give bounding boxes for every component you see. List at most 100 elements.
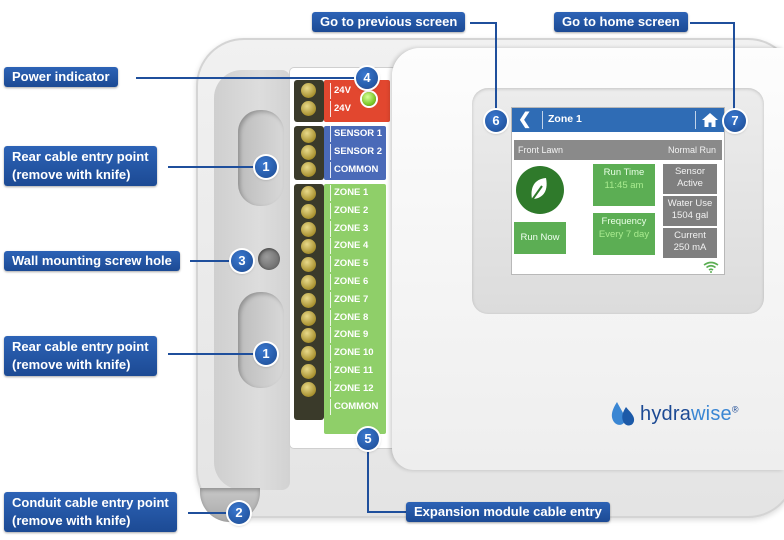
leader-line: [188, 512, 230, 514]
hydrawise-logo-text: hydrawise®: [640, 403, 739, 426]
marker-6: 6: [485, 110, 507, 132]
terminal-label-24v: 24V: [330, 83, 351, 99]
callout-text: Rear cable entry point: [12, 149, 149, 164]
marker-3: 3: [231, 250, 253, 272]
callout-text: Rear cable entry point: [12, 339, 149, 354]
terminal-label-zone-7: ZONE 7: [330, 292, 368, 308]
terminal-label-zone-2: ZONE 2: [330, 203, 368, 219]
frequency-label: Frequency: [601, 216, 647, 227]
callout-previous-screen: Go to previous screen: [312, 12, 466, 32]
header-divider: [695, 111, 696, 129]
leader-line: [733, 22, 735, 110]
terminal-screw: [301, 239, 316, 254]
terminal-screw: [301, 101, 316, 116]
leader-line: [168, 353, 258, 355]
terminal-screw: [301, 222, 316, 237]
terminal-label-zone-5: ZONE 5: [330, 256, 368, 272]
terminal-screw: [301, 328, 316, 343]
brand-name-prefix: hydra: [640, 403, 692, 425]
current-tile[interactable]: Current 250 mA: [663, 228, 717, 258]
callout-wall-screw: Wall mounting screw hole: [4, 251, 180, 271]
terminal-screw: [301, 128, 316, 143]
terminal-label-sensor-2: SENSOR 2: [330, 144, 382, 160]
terminal-label-24v: 24V: [330, 101, 351, 117]
zone-run-mode: Normal Run: [667, 145, 716, 155]
frequency-tile[interactable]: Frequency Every 7 day: [593, 213, 655, 255]
run-time-label: Run Time: [603, 167, 645, 178]
terminal-screw: [301, 162, 316, 177]
home-icon[interactable]: [701, 111, 719, 129]
frequency-value: Every 7 day: [598, 229, 650, 240]
run-time-value: 11:45 am: [604, 180, 644, 191]
terminal-screw: [301, 83, 316, 98]
power-led-indicator: [362, 92, 376, 106]
terminal-screw: [301, 145, 316, 160]
terminal-screw: [301, 382, 316, 397]
terminal-label-zone-8: ZONE 8: [330, 310, 368, 326]
callout-home-screen: Go to home screen: [554, 12, 688, 32]
terminal-screw: [301, 257, 316, 272]
terminal-label-zone-3: ZONE 3: [330, 221, 368, 237]
callout-expansion-module: Expansion module cable entry: [406, 502, 610, 522]
water-use-value: 1504 gal: [671, 210, 709, 221]
leader-line: [168, 166, 258, 168]
marker-5: 5: [357, 428, 379, 450]
terminal-screw: [301, 311, 316, 326]
header-divider: [542, 111, 543, 129]
callout-text: (remove with knife): [12, 167, 131, 182]
brand-name-suffix: wise: [691, 403, 732, 425]
terminal-label-zone-4: ZONE 4: [330, 238, 368, 254]
terminal-screw: [301, 346, 316, 361]
terminal-label-sensor-common: COMMON: [330, 162, 378, 178]
hydrawise-logo-icon: [606, 398, 638, 430]
brand-registered-mark: ®: [731, 404, 739, 415]
sensor-tile[interactable]: Sensor Active: [663, 164, 717, 194]
terminal-screw: [301, 364, 316, 379]
rear-cable-entry-bottom: [238, 292, 284, 388]
leader-line: [367, 511, 407, 513]
marker-4: 4: [356, 67, 378, 89]
leader-line: [470, 22, 496, 24]
wall-mount-screw-hole: [258, 248, 280, 270]
power-label-panel: [324, 80, 390, 122]
terminal-screw: [301, 275, 316, 290]
callout-text: Conduit cable entry point: [12, 495, 169, 510]
leader-line: [136, 77, 358, 79]
terminal-label-zone-11: ZONE 11: [330, 363, 373, 379]
sensor-value: Active: [677, 178, 703, 189]
zone-label-panel: [324, 184, 386, 434]
leader-line: [190, 260, 234, 262]
leader-line: [495, 22, 497, 110]
leaf-icon: [516, 166, 564, 214]
run-now-button[interactable]: Run Now: [514, 222, 566, 254]
terminal-label-zone-12: ZONE 12: [330, 381, 374, 397]
sensor-label: Sensor: [674, 166, 706, 177]
callout-rear-cable-bottom: Rear cable entry point (remove with knif…: [4, 336, 157, 376]
marker-7: 7: [724, 110, 746, 132]
terminal-label-zone-10: ZONE 10: [330, 345, 374, 361]
terminal-label-zone-9: ZONE 9: [330, 327, 368, 343]
marker-1-bottom: 1: [255, 343, 277, 365]
terminal-label-sensor-1: SENSOR 1: [330, 126, 382, 142]
terminal-label-zone-1: ZONE 1: [330, 185, 368, 201]
current-value: 250 mA: [673, 242, 707, 253]
leader-line: [690, 22, 734, 24]
water-use-tile[interactable]: Water Use 1504 gal: [663, 196, 717, 226]
water-use-label: Water Use: [667, 198, 713, 209]
terminal-screw: [301, 204, 316, 219]
marker-1-top: 1: [255, 156, 277, 178]
back-arrow-icon[interactable]: ❮: [518, 111, 532, 128]
wifi-icon: [703, 260, 719, 273]
sensor-label-panel: [324, 126, 386, 180]
current-label: Current: [674, 230, 706, 241]
terminal-screw: [301, 293, 316, 308]
callout-text: (remove with knife): [12, 513, 131, 528]
callout-power-indicator: Power indicator: [4, 67, 118, 87]
zone-summary-bar: Front Lawn Normal Run: [514, 140, 722, 160]
screen-title: Zone 1: [548, 113, 582, 125]
run-time-tile[interactable]: Run Time 11:45 am: [593, 164, 655, 206]
leader-line: [367, 448, 369, 512]
terminal-label-zone-common: COMMON: [330, 399, 378, 415]
callout-conduit: Conduit cable entry point (remove with k…: [4, 492, 177, 532]
callout-rear-cable-top: Rear cable entry point (remove with knif…: [4, 146, 157, 186]
